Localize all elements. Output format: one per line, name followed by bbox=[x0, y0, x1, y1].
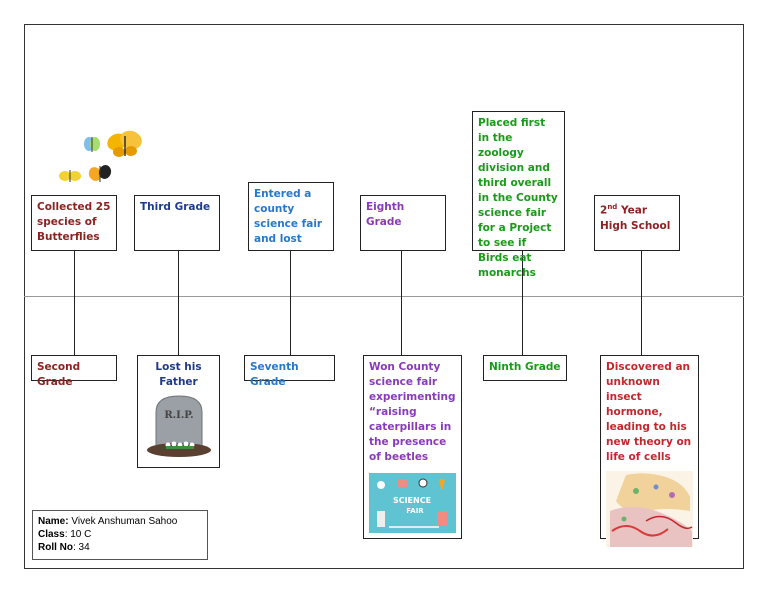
event-box: Collected 25 species of Butterflies bbox=[31, 195, 117, 251]
tombstone-text: R.I.P. bbox=[164, 410, 193, 421]
roll-row: Roll No: 34 bbox=[38, 541, 202, 554]
butterfly-icon bbox=[84, 137, 100, 152]
name-row: Name: Vivek Anshuman Sahoo bbox=[38, 515, 202, 528]
connector bbox=[641, 251, 642, 355]
student-info-box: Name: Vivek Anshuman Sahoo Class: 10 C R… bbox=[32, 510, 208, 560]
event-box: Third Grade bbox=[134, 195, 220, 251]
event-box: Entered a county science fair and lost bbox=[248, 182, 334, 251]
class-value: : 10 C bbox=[64, 529, 92, 540]
event-box: Ninth Grade bbox=[483, 355, 567, 381]
science-fair-text: FAIR bbox=[406, 507, 424, 515]
insect-hormone-image bbox=[606, 471, 693, 547]
class-label: Class bbox=[38, 529, 65, 540]
roll-value: : 34 bbox=[73, 542, 90, 553]
connector bbox=[74, 251, 75, 356]
butterfly-icon bbox=[88, 165, 112, 182]
butterfly-icon bbox=[107, 130, 142, 157]
event-box: Placed first in the zoology division and… bbox=[472, 111, 565, 279]
event-text: Lost his Father bbox=[155, 361, 202, 388]
event-text: Year High School bbox=[600, 204, 671, 232]
connector bbox=[178, 251, 179, 355]
connector bbox=[522, 251, 523, 355]
timeline-axis bbox=[24, 296, 744, 297]
butterflies-image bbox=[55, 128, 145, 188]
butterfly-icon bbox=[59, 170, 81, 182]
roll-label: Roll No bbox=[38, 542, 73, 553]
event-box: Won County science fair experimenting “r… bbox=[363, 355, 462, 539]
class-row: Class: 10 C bbox=[38, 528, 202, 541]
connector bbox=[290, 251, 291, 355]
event-text: Discovered an unknown insect hormone, le… bbox=[606, 361, 692, 463]
name-label: Name: bbox=[38, 516, 69, 527]
science-fair-text: SCIENCE bbox=[393, 496, 431, 505]
event-box: Second Grade bbox=[31, 355, 117, 388]
event-box: Seventh Grade bbox=[244, 355, 335, 388]
event-box: Lost his Father R.I.P. bbox=[137, 355, 220, 468]
event-box: Eighth Grade bbox=[360, 195, 446, 251]
tombstone-icon: R.I.P. bbox=[146, 395, 211, 457]
connector bbox=[401, 251, 402, 355]
event-box: Discovered an unknown insect hormone, le… bbox=[600, 355, 699, 547]
event-text: Won County science fair experimenting “r… bbox=[369, 361, 456, 463]
event-box: 2nd Year High School bbox=[594, 195, 680, 251]
ordinal-suffix: nd bbox=[607, 203, 618, 211]
name-value: Vivek Anshuman Sahoo bbox=[68, 516, 178, 527]
event-text: 2 bbox=[600, 204, 608, 217]
science-fair-image: SCIENCE FAIR bbox=[369, 473, 456, 533]
